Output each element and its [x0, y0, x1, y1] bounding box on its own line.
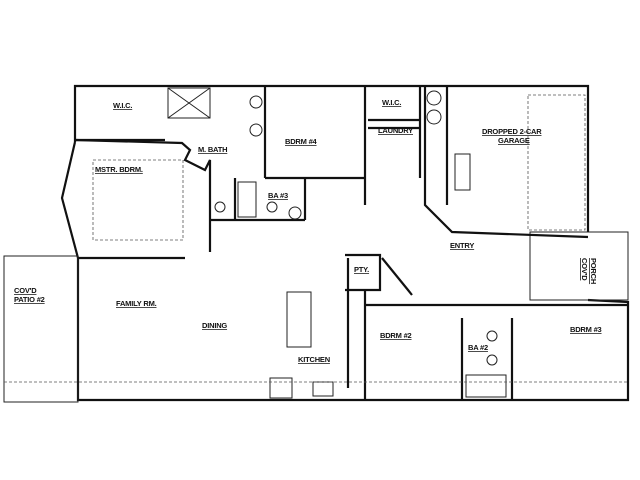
- interior-walls: [4, 86, 628, 400]
- room-label-wic-2: W.I.C.: [382, 98, 401, 107]
- room-label-bath-2: BA #2: [468, 343, 488, 352]
- room-label-master-bath: M. BATH: [198, 145, 227, 154]
- room-label-dining: DINING: [202, 321, 227, 330]
- room-label-bedroom-4: BDRM #4: [285, 137, 318, 146]
- room-label-garage-line1: DROPPED 2-CAR: [482, 127, 542, 136]
- room-label-family-room: FAMILY RM.: [116, 299, 157, 308]
- room-label-master-bedroom: MSTR. BDRM.: [95, 165, 143, 174]
- room-label-garage-line2: GARAGE: [498, 136, 530, 145]
- room-label-patio-line2: PATIO #2: [14, 295, 45, 304]
- room-label-patio-line1: COV'D: [14, 286, 37, 295]
- room-label-bedroom-3: BDRM #3: [570, 325, 602, 334]
- room-label-porch-line1: COV'D: [580, 258, 589, 281]
- room-label-kitchen: KITCHEN: [298, 355, 330, 364]
- room-label-wic-master: W.I.C.: [113, 101, 132, 110]
- room-label-pantry: PTY.: [354, 265, 369, 274]
- room-label-entry: ENTRY: [450, 241, 474, 250]
- exterior-walls: [3, 84, 630, 403]
- room-label-bath-3: BA #3: [268, 191, 288, 200]
- room-label-bedroom-2: BDRM #2: [380, 331, 412, 340]
- room-label-porch-line2: PORCH: [589, 258, 598, 284]
- room-label-laundry: LAUNDRY: [378, 126, 413, 135]
